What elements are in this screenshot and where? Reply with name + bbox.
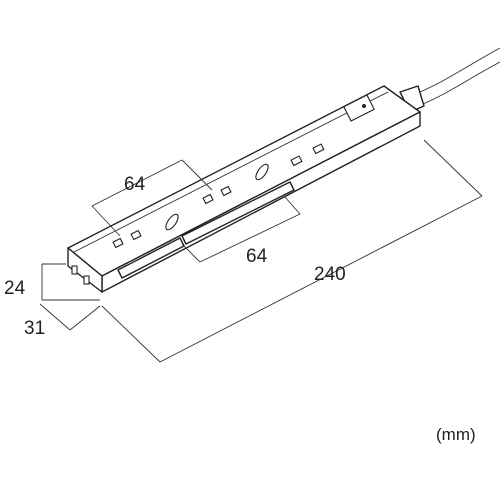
power-switch — [343, 94, 375, 122]
divider-slot — [165, 213, 179, 231]
dimension-label-upper-64: 64 — [124, 174, 146, 195]
top-face — [67, 85, 421, 277]
dimension-label-31: 31 — [24, 318, 45, 339]
outlet-2 — [181, 181, 295, 245]
unit-label: (mm) — [436, 425, 476, 444]
dimension-lines — [39, 139, 483, 363]
end-outlet — [71, 265, 90, 285]
dimension-label-24: 24 — [4, 278, 26, 299]
end-face — [67, 247, 103, 293]
dimension-label-lower-64: 64 — [246, 246, 268, 267]
dimension-label-240: 240 — [314, 264, 346, 285]
switch-indicator-icon — [362, 104, 366, 108]
divider-slot — [255, 163, 269, 181]
power-strip-body — [67, 85, 421, 293]
power-cord — [399, 47, 500, 113]
outlet-3 — [290, 143, 325, 167]
